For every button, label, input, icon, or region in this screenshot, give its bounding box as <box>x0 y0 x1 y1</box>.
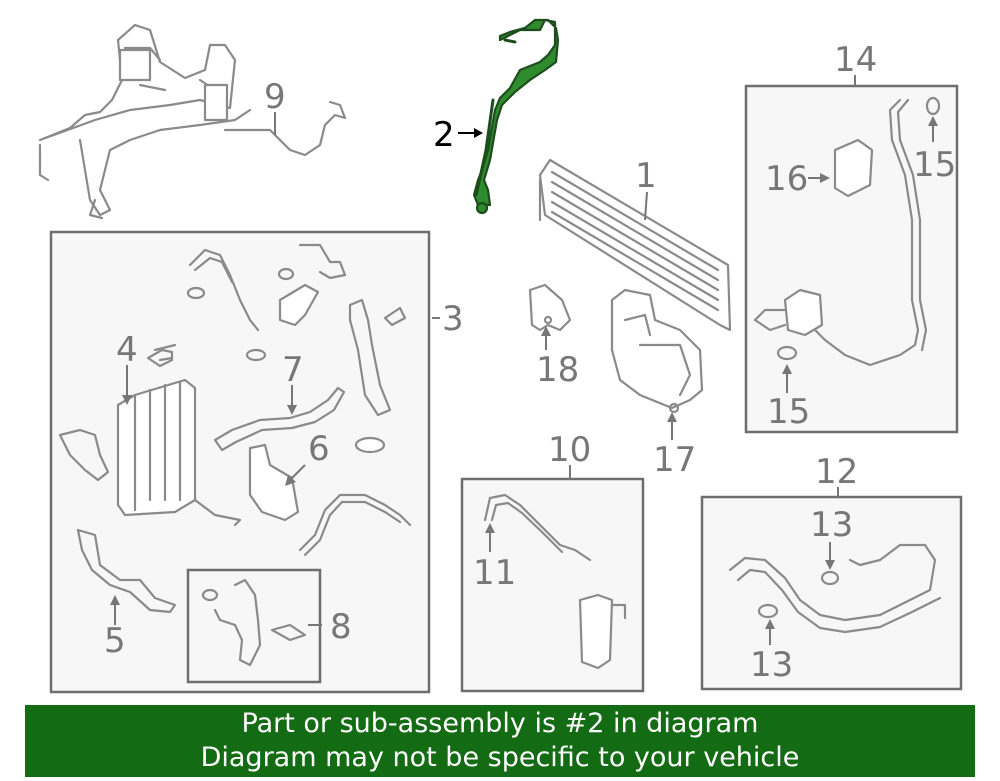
part-16-switch <box>833 138 874 198</box>
part-7-line <box>213 386 346 452</box>
callout-14: 14 <box>834 40 877 80</box>
callout-13-upper: 13 <box>810 505 853 545</box>
info-banner: Part or sub-assembly is #2 in diagram Di… <box>25 705 975 777</box>
callout-15-lower: 15 <box>767 392 810 432</box>
part-3-tube-lower <box>298 493 412 557</box>
part-15-oring-top <box>925 96 941 116</box>
callout-2: 2 <box>433 115 455 155</box>
part-15-oring-bottom <box>776 345 798 361</box>
banner-line-1: Part or sub-assembly is #2 in diagram <box>241 708 759 739</box>
part-3-bracket-b <box>348 298 407 417</box>
callout-4: 4 <box>116 330 138 370</box>
part-6-valve <box>248 443 300 522</box>
banner-line-2: Diagram may not be specific to your vehi… <box>200 742 800 773</box>
callout-5: 5 <box>104 621 126 661</box>
part-3-line-upper <box>186 248 267 362</box>
part-14-hose <box>753 98 928 367</box>
part-18-bracket <box>528 283 572 332</box>
part-17-compressor <box>610 288 704 414</box>
part-3-grommet <box>354 436 386 454</box>
callout-17: 17 <box>653 440 696 480</box>
part-13-oring-lower <box>757 603 779 619</box>
callout-12: 12 <box>815 452 858 492</box>
part-3-clip <box>58 428 110 482</box>
callout-15-upper: 15 <box>913 145 956 185</box>
part-8-valve <box>201 578 307 667</box>
part-10-line <box>483 493 592 562</box>
callout-16: 16 <box>765 159 808 199</box>
callout-13-lower: 13 <box>750 645 793 685</box>
part-10-drier <box>578 593 627 670</box>
group-box-10 <box>460 477 645 693</box>
part-9-crossmember <box>38 23 347 220</box>
part-12-hose <box>728 543 942 634</box>
callout-2-leader <box>458 128 483 138</box>
callout-3: 3 <box>442 299 464 339</box>
part-4-receiver <box>116 343 242 527</box>
callout-7: 7 <box>282 350 304 390</box>
part-13-oring-upper <box>820 570 840 586</box>
callout-9: 9 <box>264 77 286 117</box>
callout-1: 1 <box>635 156 657 196</box>
group-box-12 <box>700 495 963 691</box>
part-2-ac-line <box>472 18 560 215</box>
callout-6: 6 <box>308 429 330 469</box>
callout-18: 18 <box>536 350 579 390</box>
part-3-bracket-a <box>277 243 347 327</box>
group-box-8 <box>186 568 322 684</box>
part-5-bracket <box>76 528 177 614</box>
callout-10: 10 <box>548 430 591 470</box>
callout-8: 8 <box>330 607 352 647</box>
part-4-bolt <box>146 348 174 368</box>
callout-11: 11 <box>473 553 516 593</box>
part-1-condenser <box>538 158 732 332</box>
group-box-14 <box>744 84 959 434</box>
leader-lines <box>110 75 938 645</box>
